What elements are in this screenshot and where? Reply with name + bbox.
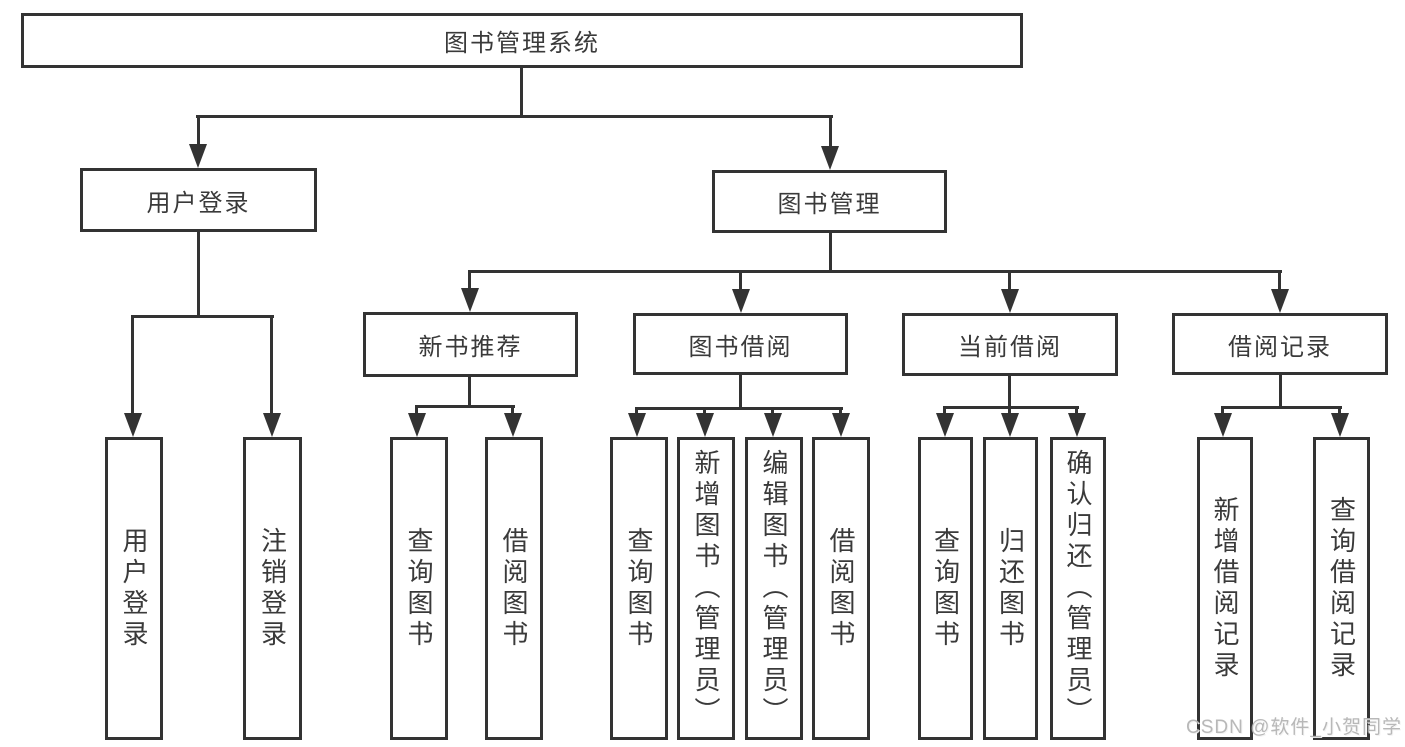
connector-cb-leaf3-shaft bbox=[1075, 406, 1078, 415]
node-new-book-rec-label: 新书推荐 bbox=[418, 334, 523, 361]
arrowhead-cb-leaf3 bbox=[1068, 413, 1086, 437]
leaf-user-login-label: 用户登录 bbox=[119, 526, 149, 651]
node-root: 图书管理系统 bbox=[21, 13, 1023, 68]
connector-cb-v bbox=[1008, 375, 1011, 409]
connector-bb-leaf2-shaft bbox=[703, 407, 706, 415]
arrowhead-user-login bbox=[189, 144, 207, 168]
connector-nb-leaf2-shaft bbox=[511, 405, 514, 415]
arrowhead-bb-leaf1 bbox=[628, 413, 646, 437]
connector-user-login-shaft bbox=[197, 115, 200, 148]
connector-user-branch-h bbox=[131, 315, 274, 318]
leaf-cb-query-books-label: 查询图书 bbox=[930, 526, 961, 651]
connector-bb-leaf1-shaft bbox=[635, 407, 638, 415]
arrowhead-leaf-login bbox=[124, 413, 142, 437]
connector-cb-leaf1-shaft bbox=[943, 406, 946, 415]
leaf-bb-add-books-admin-label: 新增图书（管理员） bbox=[691, 449, 721, 728]
leaf-nb-query-books-label: 查询图书 bbox=[404, 526, 434, 651]
connector-user-branch-v bbox=[197, 232, 200, 317]
node-book-borrow-label: 图书借阅 bbox=[688, 333, 793, 361]
connector-leaf-login-shaft bbox=[131, 315, 134, 415]
arrowhead-current-borrow bbox=[1001, 289, 1019, 313]
leaf-cb-query-books: 查询图书 bbox=[918, 437, 973, 740]
node-user-login: 用户登录 bbox=[80, 168, 317, 232]
connector-cb-h bbox=[943, 406, 1079, 409]
connector-book-mgmt-v bbox=[829, 233, 832, 273]
arrowhead-borrow-records bbox=[1271, 289, 1289, 313]
leaf-bb-query-books: 查询图书 bbox=[610, 437, 668, 740]
connector-root-v bbox=[520, 68, 523, 118]
node-root-label: 图书管理系统 bbox=[444, 30, 600, 57]
node-borrow-records-label: 借阅记录 bbox=[1228, 333, 1332, 361]
arrowhead-cb-leaf1 bbox=[936, 413, 954, 437]
leaf-bb-add-books-admin: 新增图书（管理员） bbox=[677, 437, 735, 740]
connector-bb-v bbox=[739, 374, 742, 410]
arrowhead-leaf-logout bbox=[263, 413, 281, 437]
node-user-login-label: 用户登录 bbox=[146, 189, 251, 217]
node-borrow-records: 借阅记录 bbox=[1172, 313, 1388, 375]
leaf-bb-borrow-books: 借阅图书 bbox=[812, 437, 870, 740]
arrowhead-br-leaf1 bbox=[1214, 413, 1232, 437]
arrowhead-nb-leaf2 bbox=[504, 413, 522, 437]
connector-new-book-rec-shaft bbox=[468, 270, 471, 290]
leaf-bb-edit-books-admin-label: 编辑图书（管理员） bbox=[759, 449, 789, 728]
node-book-mgmt-label: 图书管理 bbox=[777, 191, 882, 218]
watermark: CSDN @软件_小贺同学 bbox=[1186, 717, 1402, 738]
arrowhead-book-mgmt bbox=[821, 146, 839, 170]
leaf-user-login: 用户登录 bbox=[105, 437, 163, 740]
leaf-nb-query-books: 查询图书 bbox=[390, 437, 448, 740]
arrowhead-cb-leaf2 bbox=[1001, 413, 1019, 437]
node-book-mgmt: 图书管理 bbox=[712, 170, 947, 233]
leaf-cb-return-books-label: 归还图书 bbox=[995, 526, 1026, 651]
connector-bb-leaf3-shaft bbox=[771, 407, 774, 415]
leaf-nb-borrow-books: 借阅图书 bbox=[485, 437, 543, 740]
arrowhead-new-book-rec bbox=[461, 288, 479, 312]
connector-level2-h bbox=[196, 115, 833, 118]
leaf-logout: 注销登录 bbox=[243, 437, 302, 740]
connector-leaf-logout-shaft bbox=[270, 315, 273, 415]
connector-borrow-records-shaft bbox=[1278, 270, 1281, 291]
leaf-cb-confirm-return-admin-label: 确认归还（管理员） bbox=[1063, 449, 1093, 728]
connector-nb-leaf1-shaft bbox=[415, 405, 418, 415]
leaf-br-add-record-label: 新增借阅记录 bbox=[1210, 495, 1240, 682]
connector-current-borrow-shaft bbox=[1008, 270, 1011, 291]
leaf-cb-return-books: 归还图书 bbox=[983, 437, 1038, 740]
leaf-bb-edit-books-admin: 编辑图书（管理员） bbox=[745, 437, 803, 740]
connector-nb-v bbox=[468, 376, 471, 408]
leaf-bb-borrow-books-label: 借阅图书 bbox=[826, 526, 856, 651]
leaf-br-add-record: 新增借阅记录 bbox=[1197, 437, 1253, 740]
connector-bb-leaf4-shaft bbox=[839, 407, 842, 415]
connector-nb-h bbox=[415, 405, 515, 408]
connector-level3-h bbox=[468, 270, 1282, 273]
connector-br-v bbox=[1279, 374, 1282, 409]
arrowhead-nb-leaf1 bbox=[408, 413, 426, 437]
arrowhead-bb-leaf3 bbox=[764, 413, 782, 437]
connector-br-leaf2-shaft bbox=[1338, 406, 1341, 415]
leaf-br-query-record-label: 查询借阅记录 bbox=[1326, 495, 1357, 682]
arrowhead-bb-leaf4 bbox=[832, 413, 850, 437]
arrowhead-bb-leaf2 bbox=[696, 413, 714, 437]
connector-book-borrow-shaft bbox=[739, 270, 742, 291]
leaf-cb-confirm-return-admin: 确认归还（管理员） bbox=[1050, 437, 1106, 740]
connector-cb-leaf2-shaft bbox=[1008, 406, 1011, 415]
leaf-br-query-record: 查询借阅记录 bbox=[1313, 437, 1370, 740]
connector-book-mgmt-shaft bbox=[829, 115, 832, 149]
connector-bb-h bbox=[635, 407, 843, 410]
node-book-borrow: 图书借阅 bbox=[633, 313, 848, 375]
node-current-borrow-label: 当前借阅 bbox=[958, 334, 1062, 361]
connector-br-h bbox=[1221, 406, 1342, 409]
leaf-bb-query-books-label: 查询图书 bbox=[624, 526, 654, 651]
node-new-book-rec: 新书推荐 bbox=[363, 312, 578, 377]
arrowhead-br-leaf2 bbox=[1331, 413, 1349, 437]
arrowhead-book-borrow bbox=[732, 289, 750, 313]
connector-br-leaf1-shaft bbox=[1221, 406, 1224, 415]
leaf-nb-borrow-books-label: 借阅图书 bbox=[499, 526, 529, 651]
node-current-borrow: 当前借阅 bbox=[902, 313, 1118, 376]
leaf-logout-label: 注销登录 bbox=[257, 526, 288, 651]
